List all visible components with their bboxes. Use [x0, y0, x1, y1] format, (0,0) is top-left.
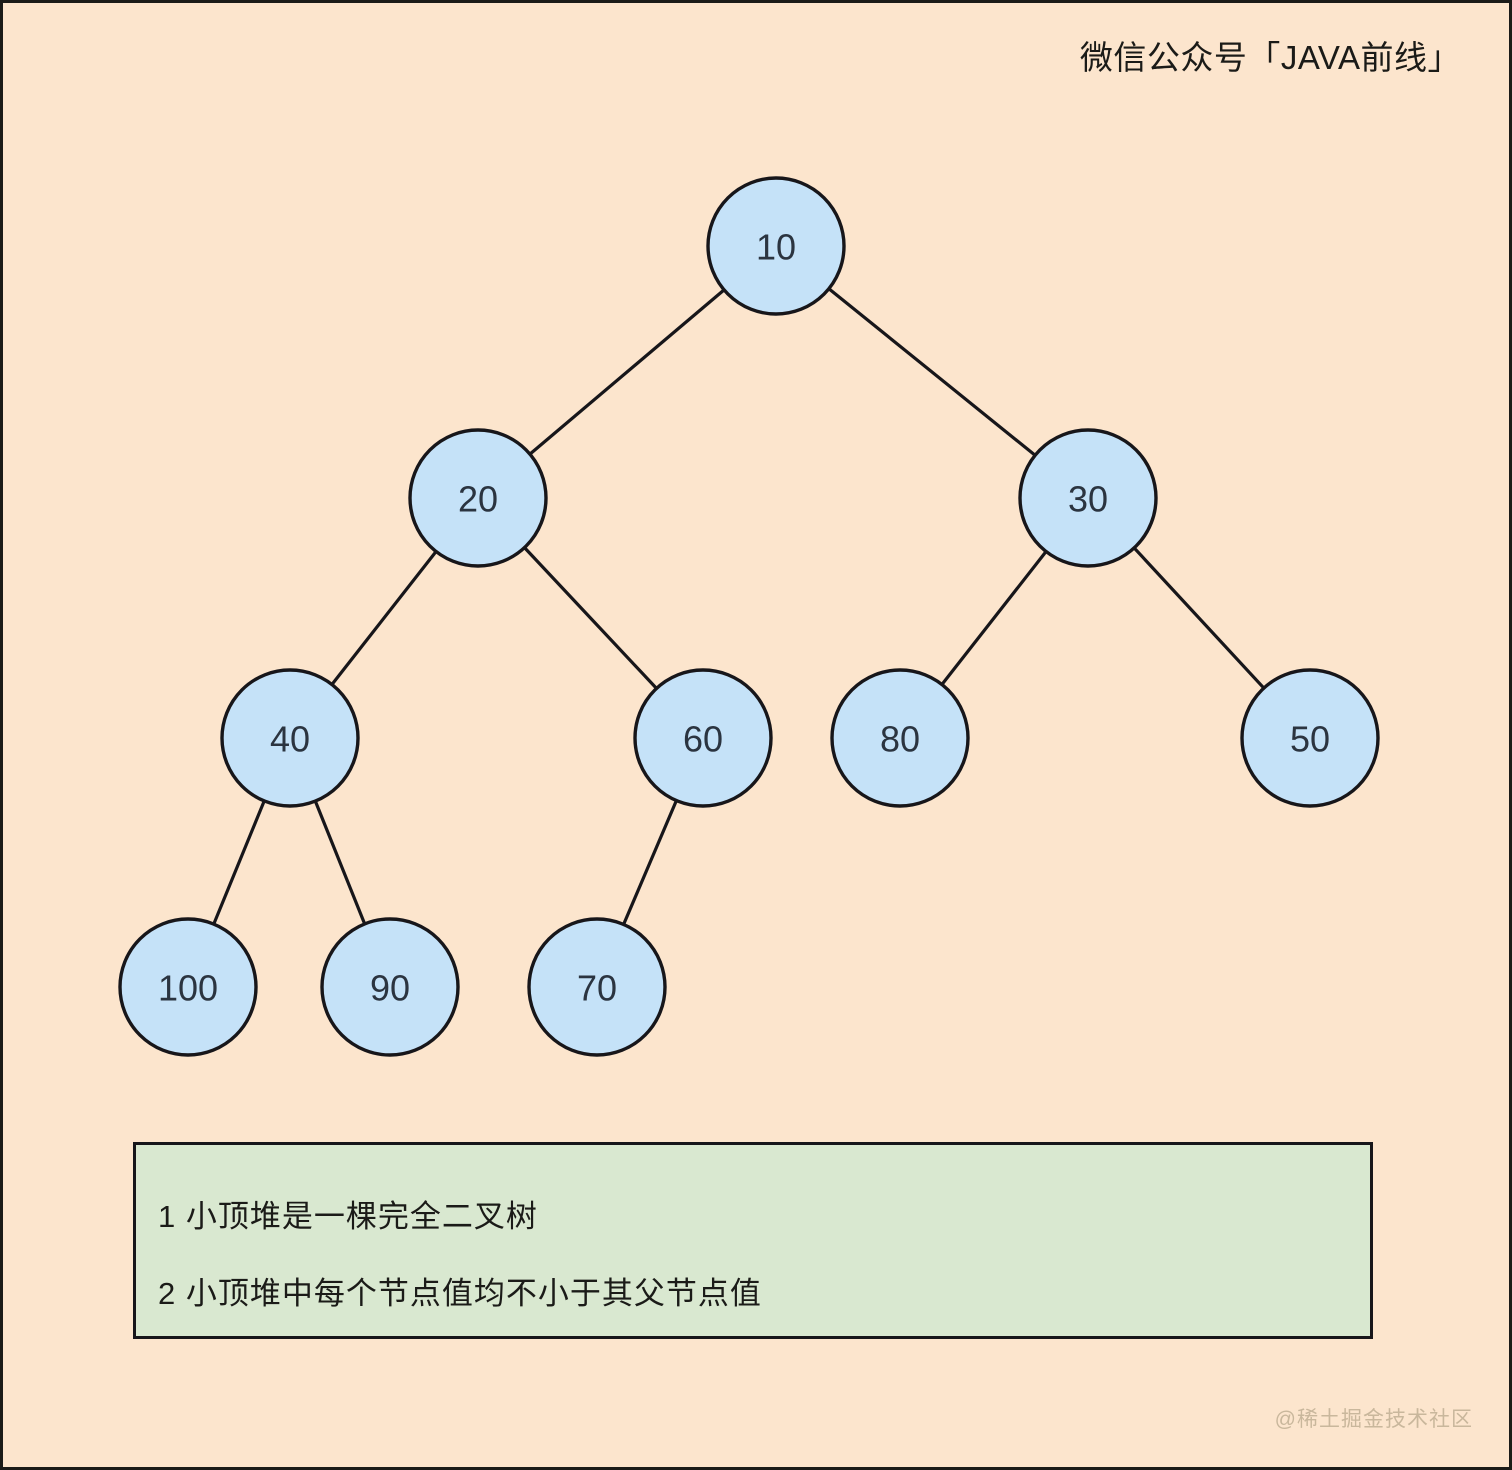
tree-node-circle	[408, 428, 548, 568]
note-line-1: 1 小顶堆是一棵完全二叉树	[158, 1199, 538, 1234]
tree-edge	[622, 799, 678, 926]
tree-node-circle	[830, 668, 970, 808]
tree-edge	[528, 288, 726, 456]
tree-edge	[313, 800, 367, 925]
tree-node-circle	[633, 668, 773, 808]
tree-nodes: 10 20 30 40 60 80 50 100 90 70	[118, 176, 1380, 1057]
tree-edge	[827, 287, 1037, 457]
tree-node: 10	[706, 176, 846, 316]
notes-box: 1 小顶堆是一棵完全二叉树 2 小顶堆中每个节点值均不小于其父节点值	[133, 1142, 1373, 1339]
watermark: @稀土掘金技术社区	[1274, 1408, 1473, 1431]
tree-node-label: 40	[270, 719, 310, 760]
tree-node-circle	[118, 917, 258, 1057]
tree-node-label: 80	[880, 719, 920, 760]
tree-edge	[523, 546, 658, 690]
tree-node: 40	[220, 668, 360, 808]
tree-node: 50	[1240, 668, 1380, 808]
tree-edge	[330, 550, 438, 686]
tree-node-label: 10	[756, 227, 796, 268]
tree-node-circle	[320, 917, 460, 1057]
tree-node-label: 60	[683, 719, 723, 760]
tree-node: 30	[1018, 428, 1158, 568]
tree-node-circle	[706, 176, 846, 316]
tree-node-circle	[1018, 428, 1158, 568]
tree-node: 20	[408, 428, 548, 568]
tree-node-circle	[527, 917, 667, 1057]
tree-node: 60	[633, 668, 773, 808]
note-line-2: 2 小顶堆中每个节点值均不小于其父节点值	[158, 1276, 762, 1311]
tree-node: 80	[830, 668, 970, 808]
tree-edges	[212, 287, 1265, 926]
binary-tree-graphic: 10 20 30 40 60 80 50 100 90 70	[118, 176, 1380, 1057]
tree-edge	[940, 550, 1048, 686]
tree-node-circle	[1240, 668, 1380, 808]
tree-node: 70	[527, 917, 667, 1057]
tree-node-label: 90	[370, 968, 410, 1009]
tree-node-label: 30	[1068, 479, 1108, 520]
tree-node-circle	[220, 668, 360, 808]
tree-edge	[212, 800, 266, 925]
tree-node: 100	[118, 917, 258, 1057]
tree-node-label: 50	[1290, 719, 1330, 760]
tree-edge	[1133, 546, 1265, 690]
tree-node-label: 70	[577, 968, 617, 1009]
page-title: 微信公众号「JAVA前线」	[1079, 39, 1461, 76]
tree-node-label: 100	[158, 968, 218, 1009]
tree-node: 90	[320, 917, 460, 1057]
tree-node-label: 20	[458, 479, 498, 520]
